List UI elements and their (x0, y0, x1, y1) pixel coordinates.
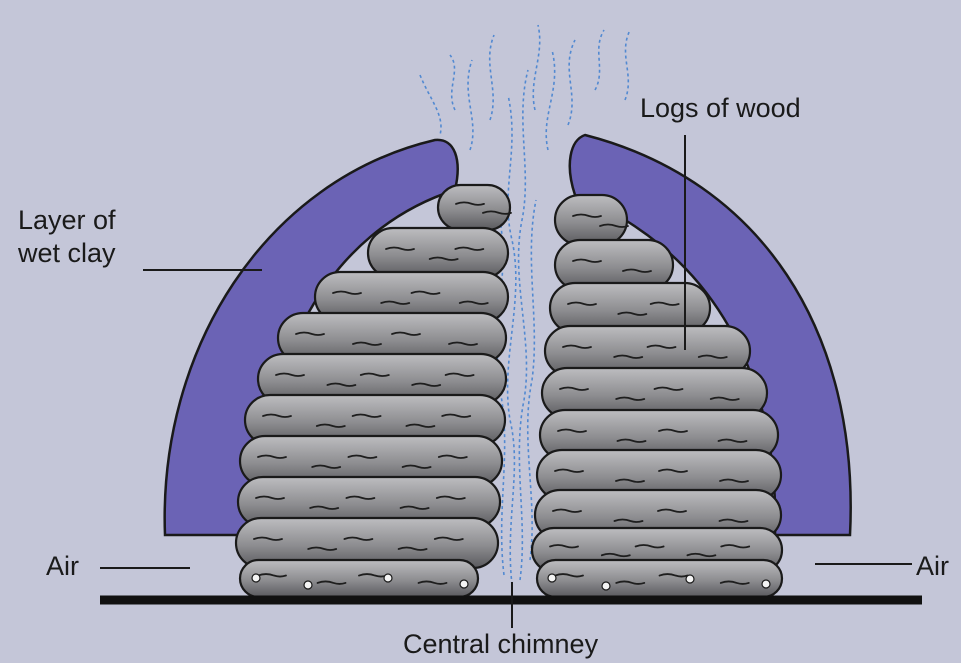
label-air-left: Air (46, 550, 79, 583)
air-hole (686, 575, 694, 583)
air-hole (548, 574, 556, 582)
log-left-10 (240, 560, 478, 597)
log-right-10 (537, 560, 782, 597)
label-layer-of-wet-clay-text: Layer of wet clay (18, 205, 116, 268)
label-logs-of-wood: Logs of wood (640, 92, 801, 125)
label-central-chimney: Central chimney (403, 628, 598, 661)
smoke-wisp-7 (490, 35, 494, 120)
air-hole (762, 580, 770, 588)
air-hole (384, 574, 392, 582)
smoke-wisp-5 (468, 60, 473, 150)
label-air-right: Air (916, 550, 949, 583)
smoke-wisp-11 (625, 30, 630, 100)
air-hole (460, 580, 468, 588)
log-left-1 (438, 185, 511, 230)
smoke-wisp-13 (533, 25, 539, 110)
smoke-wisp-8 (568, 40, 575, 125)
air-hole (252, 574, 260, 582)
smoke-wisp-4 (528, 200, 536, 560)
log-left-2 (368, 228, 508, 278)
log-right-1 (555, 195, 628, 245)
label-layer-of-wet-clay: Layer of wet clay (18, 204, 116, 270)
smoke-wisp-1 (508, 95, 516, 585)
smoke-wisp-10 (595, 30, 604, 90)
air-hole (602, 582, 610, 590)
smoke-wisp-12 (420, 75, 441, 135)
smoke-wisp-9 (450, 55, 455, 110)
smoke-wisp-6 (546, 50, 554, 150)
smoke-wisp-2 (519, 70, 528, 580)
air-hole (304, 581, 312, 589)
